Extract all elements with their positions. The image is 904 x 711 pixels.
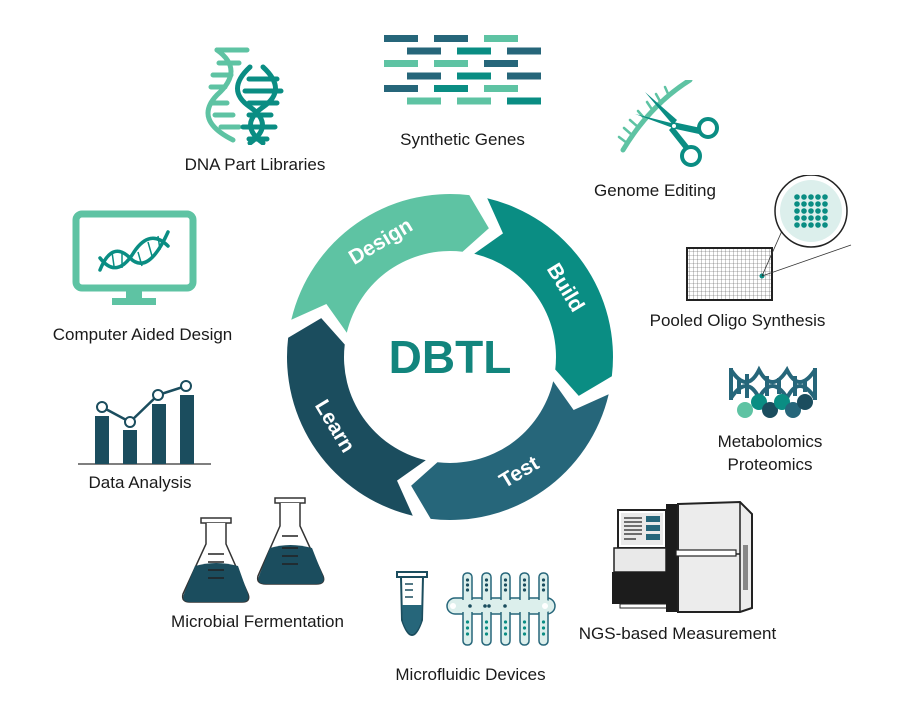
oligo-spot — [794, 201, 800, 207]
oligo-spot — [815, 194, 821, 200]
oligo-spot — [801, 201, 807, 207]
oligo-spot — [801, 208, 807, 214]
oligo-spot — [815, 208, 821, 214]
dna-double-helix-icon — [205, 47, 284, 145]
gene-fragment-bar — [507, 47, 541, 55]
label-dna-part-libraries: DNA Part Libraries — [184, 155, 326, 174]
oligo-spot — [808, 194, 814, 200]
sequencer-instrument-icon — [612, 500, 753, 613]
oligo-spot — [801, 194, 807, 200]
gene-fragment-bar — [407, 47, 441, 55]
oligo-spot — [822, 194, 828, 200]
microfluidic-chip-tube-icon — [396, 571, 556, 646]
gene-fragment-bar — [484, 60, 518, 67]
label-ngs-measurement: NGS-based Measurement — [578, 624, 777, 643]
oligo-array-chip-icon — [686, 175, 852, 301]
label-pooled-oligo-synthesis: Pooled Oligo Synthesis — [649, 311, 826, 330]
gene-fragment-bar — [384, 60, 418, 67]
label-microbial-fermentation: Microbial Fermentation — [171, 612, 344, 631]
label-microfluidic-devices: Microfluidic Devices — [395, 665, 546, 684]
label-metabolomics: Metabolomics — [717, 432, 823, 451]
oligo-spot — [822, 215, 828, 221]
omics-helix-molecules-icon — [729, 365, 817, 418]
gene-fragment-bar — [457, 72, 491, 80]
gene-fragment-bar — [434, 85, 468, 92]
gene-fragment-bar — [484, 35, 518, 42]
label-computer-aided-design: Computer Aided Design — [52, 325, 233, 344]
gene-fragment-bar — [384, 85, 418, 92]
oligo-spot — [815, 222, 821, 228]
gene-fragment-bar — [484, 85, 518, 92]
bar-line-chart-icon — [78, 380, 211, 465]
oligo-spot — [822, 222, 828, 228]
oligo-spot — [815, 215, 821, 221]
oligo-spot — [801, 222, 807, 228]
gene-fragment-bar — [457, 97, 491, 105]
label-genome-editing: Genome Editing — [594, 181, 716, 200]
oligo-spot — [808, 222, 814, 228]
label-proteomics: Proteomics — [727, 455, 813, 474]
oligo-spot — [794, 194, 800, 200]
label-synthetic-genes: Synthetic Genes — [400, 130, 525, 149]
cycle-segment-learn — [287, 318, 426, 516]
scissors-crispr-icon — [617, 80, 719, 167]
gene-fragment-bar — [407, 97, 441, 105]
gene-fragments-icon — [384, 35, 541, 105]
gene-fragment-bar — [384, 35, 418, 42]
oligo-spot — [822, 208, 828, 214]
oligo-spot — [794, 215, 800, 221]
gene-fragment-bar — [507, 97, 541, 105]
oligo-spot — [822, 201, 828, 207]
oligo-spot — [801, 215, 807, 221]
center-title: DBTL — [389, 331, 512, 383]
oligo-spot — [794, 222, 800, 228]
cycle-segment-build — [474, 198, 613, 396]
monitor-dna-icon — [72, 210, 197, 305]
oligo-spot — [808, 208, 814, 214]
gene-fragment-bar — [457, 47, 491, 55]
oligo-spot — [794, 208, 800, 214]
gene-fragment-bar — [507, 72, 541, 80]
label-data-analysis: Data Analysis — [88, 473, 192, 492]
oligo-spot — [808, 201, 814, 207]
oligo-spot — [815, 201, 821, 207]
gene-fragment-bar — [434, 35, 468, 42]
cycle-segment-design — [291, 193, 489, 333]
gene-fragment-bar — [434, 60, 468, 67]
gene-fragment-bar — [407, 72, 441, 80]
cycle-segment-test — [411, 381, 609, 520]
erlenmeyer-flasks-icon — [181, 497, 325, 603]
oligo-spot — [808, 215, 814, 221]
